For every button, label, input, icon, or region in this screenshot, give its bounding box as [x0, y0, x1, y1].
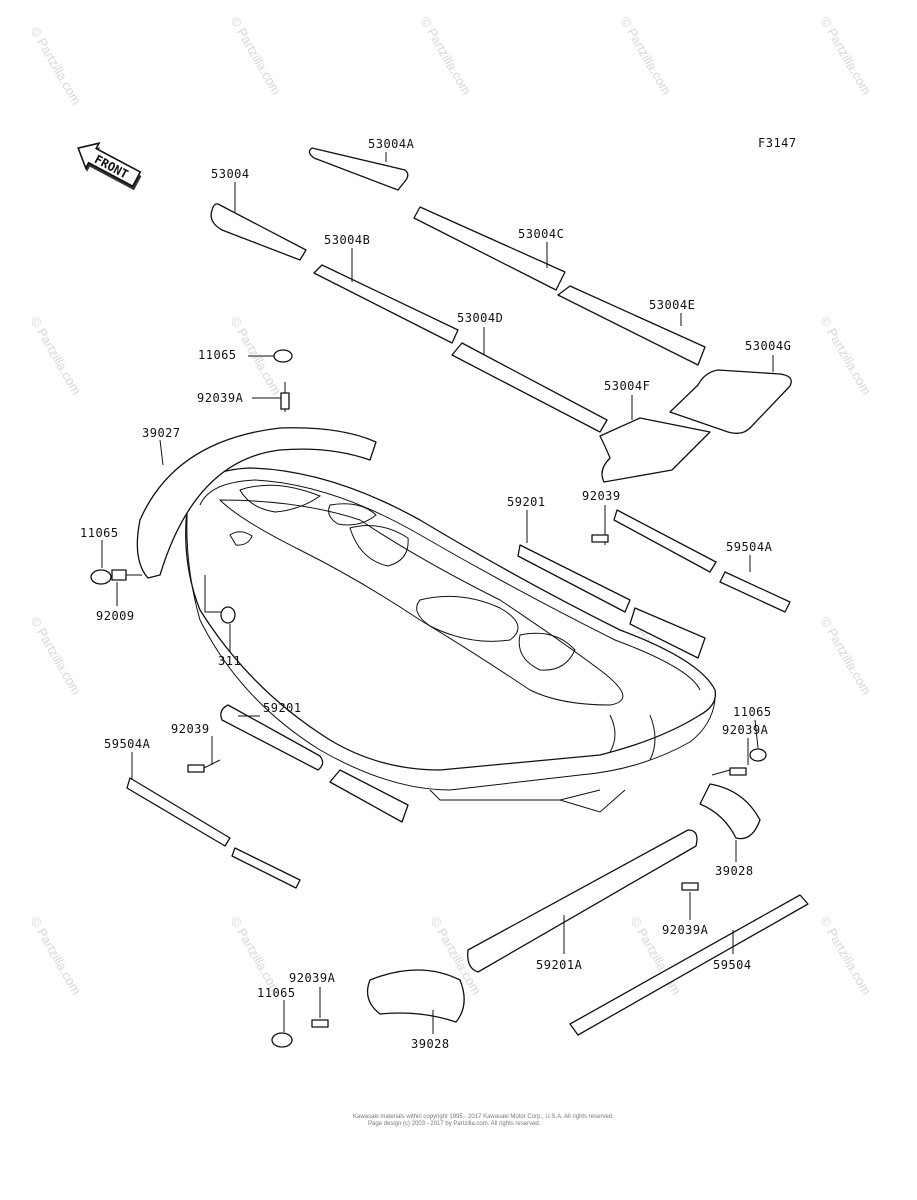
front-arrow-icon: FRONT [77, 142, 142, 191]
hull-deck [185, 467, 717, 813]
cap-11065-right[interactable] [749, 748, 767, 762]
watermark: © Partzilla.com [817, 914, 874, 997]
watermark: © Partzilla.com [27, 24, 84, 107]
mat-53004E[interactable] [557, 285, 706, 366]
leader-lines [101, 152, 774, 1034]
label-11065-bottom: 11065 [257, 986, 296, 1000]
cap-11065-bottom[interactable] [271, 1032, 293, 1048]
footer-copyright: Kawasaki materials within copyright 1995… [353, 1114, 614, 1120]
label-53004B: 53004B [324, 233, 370, 247]
nut-311[interactable] [220, 606, 236, 624]
footer-design: Page design (c) 2003 - 2017 by Partzilla… [368, 1121, 541, 1127]
mat-53004F[interactable] [599, 417, 711, 483]
watermark: © Partzilla.com [817, 614, 874, 697]
label-53004F: 53004F [604, 379, 650, 393]
rivet-92039A-top[interactable] [280, 382, 290, 412]
label-59504: 59504 [713, 958, 752, 972]
watermark: © Partzilla.com [227, 914, 284, 997]
mat-53004B[interactable] [313, 264, 459, 344]
label-92039A-mid: 92039A [662, 923, 709, 937]
strip-59504A-left[interactable] [126, 777, 301, 889]
label-11065-right: 11065 [733, 705, 772, 719]
label-11065-left: 11065 [80, 526, 119, 540]
cap-11065-top[interactable] [273, 349, 293, 363]
watermark: © Partzilla.com [617, 14, 674, 97]
label-53004A: 53004A [368, 137, 415, 151]
label-53004: 53004 [211, 167, 250, 181]
label-92009: 92009 [96, 609, 135, 623]
label-53004C: 53004C [518, 227, 564, 241]
label-311: 311 [218, 654, 241, 668]
bumper-39028-bottom[interactable] [366, 969, 465, 1023]
cap-11065-left[interactable] [90, 569, 112, 585]
watermark: © Partzilla.com [27, 614, 84, 697]
part-labels: 53004A 53004 53004C 53004B 53004E 53004D… [80, 137, 791, 1051]
label-59201-left: 59201 [263, 701, 302, 715]
label-92039-left: 92039 [171, 722, 210, 736]
bumper-39027[interactable] [136, 427, 377, 579]
label-53004D: 53004D [457, 311, 503, 325]
label-92039A-top: 92039A [197, 391, 244, 405]
mat-53004D[interactable] [451, 342, 608, 433]
mat-53004[interactable] [210, 203, 307, 261]
label-53004E: 53004E [649, 298, 695, 312]
mat-53004A[interactable] [308, 147, 409, 191]
label-92039A-bottom: 92039A [289, 971, 336, 985]
label-92039-right: 92039 [582, 489, 621, 503]
label-53004G: 53004G [745, 339, 791, 353]
strip-59504A-right[interactable] [613, 509, 791, 613]
watermark: © Partzilla.com [417, 14, 474, 97]
label-59201-right: 59201 [507, 495, 546, 509]
label-11065-top: 11065 [198, 348, 237, 362]
rivet-92039-left[interactable] [187, 759, 221, 773]
label-39027: 39027 [142, 426, 181, 440]
rail-59201-right[interactable] [517, 544, 706, 659]
rivet-92039A-bottom[interactable] [311, 1019, 329, 1028]
rivet-92039-right[interactable] [591, 525, 609, 545]
label-59504A-left: 59504A [104, 737, 151, 751]
mat-53004C[interactable] [413, 206, 566, 291]
watermark: © Partzilla.com [817, 314, 874, 397]
screw-92009[interactable] [111, 569, 142, 581]
label-39028-right: 39028 [715, 864, 754, 878]
watermark: © Partzilla.com [817, 14, 874, 97]
rail-59201A[interactable] [467, 829, 698, 973]
watermark: © Partzilla.com [27, 314, 84, 397]
rail-59201-left[interactable] [220, 704, 409, 823]
watermark: © Partzilla.com [27, 914, 84, 997]
strip-59504[interactable] [569, 894, 809, 1036]
label-59201A: 59201A [536, 958, 583, 972]
watermark: © Partzilla.com [227, 14, 284, 97]
mat-53004G[interactable] [669, 369, 792, 434]
figure-id: F3147 [758, 136, 797, 150]
label-59504A-right: 59504A [726, 540, 773, 554]
bumper-39028-right[interactable] [699, 783, 761, 840]
rivet-92039A-mid[interactable] [681, 882, 699, 891]
rivet-92039A-right[interactable] [711, 767, 747, 776]
label-92039A-right: 92039A [722, 723, 769, 737]
label-39028-bottom: 39028 [411, 1037, 450, 1051]
